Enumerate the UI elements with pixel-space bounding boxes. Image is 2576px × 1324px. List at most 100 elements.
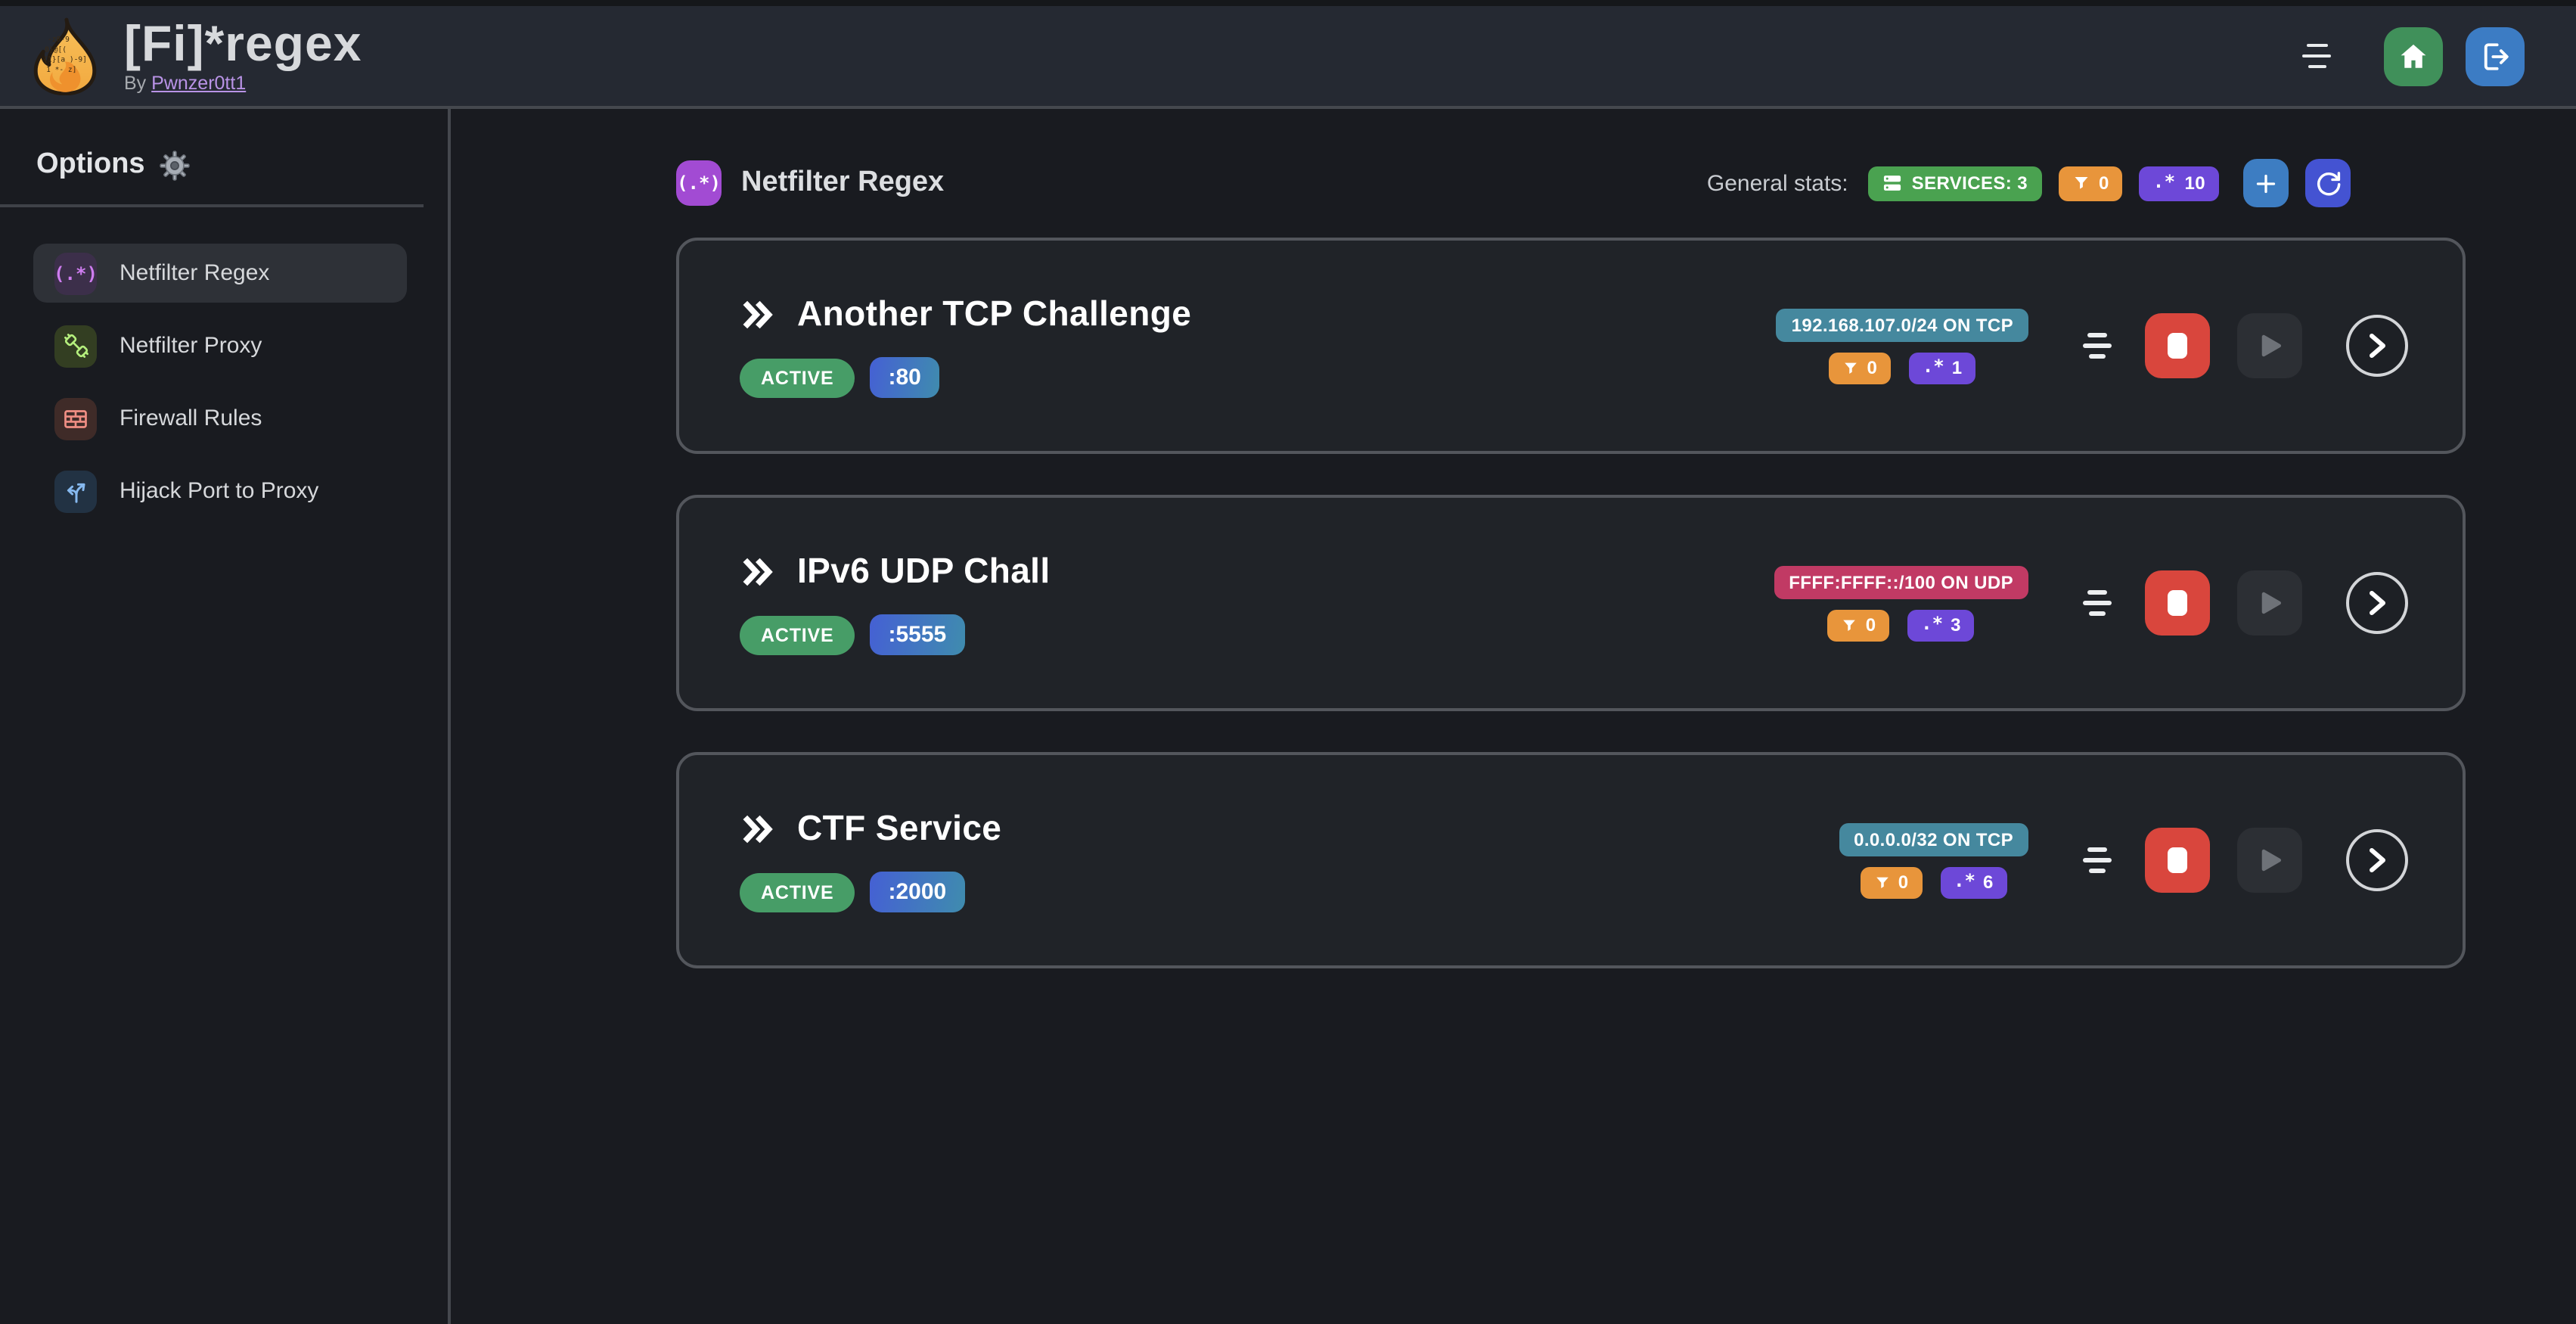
service-card: Another TCP Challenge ACTIVE :80 192.168… bbox=[676, 238, 2466, 454]
sidebar-item-netfilter-proxy[interactable]: Netfilter Proxy bbox=[33, 316, 407, 375]
service-filters-count: 0 bbox=[1865, 614, 1876, 636]
funnel-icon bbox=[1876, 876, 1889, 887]
plus-icon bbox=[2256, 173, 2276, 193]
status-badge: ACTIVE bbox=[740, 358, 855, 397]
stop-icon bbox=[2168, 333, 2187, 359]
plug-chain-icon bbox=[54, 325, 97, 367]
target-stack: 192.168.107.0/24 ON TCP 0 .* 1 bbox=[1776, 308, 2028, 384]
double-chevron-icon bbox=[743, 814, 773, 843]
stop-service-button[interactable] bbox=[2145, 570, 2210, 636]
service-card-right: 192.168.107.0/24 ON TCP 0 .* 1 bbox=[1776, 308, 2408, 384]
svg-text:1 *- z]: 1 *- z] bbox=[46, 66, 76, 74]
section-regex-icon: (.*) bbox=[676, 160, 722, 206]
dot-star-icon: .* bbox=[1954, 870, 1975, 891]
target-stack: FFFF:FFFF::/100 ON UDP 0 .* 3 bbox=[1774, 565, 2028, 641]
sidebar-item-netfilter-regex[interactable]: (.*) Netfilter Regex bbox=[33, 244, 407, 303]
service-list: Another TCP Challenge ACTIVE :80 192.168… bbox=[676, 238, 2466, 968]
regex-paren-icon: (.*) bbox=[54, 252, 98, 294]
double-chevron-icon bbox=[743, 557, 773, 586]
regexes-count-badge: .* 10 bbox=[2139, 166, 2219, 200]
sidebar-heading: Options bbox=[36, 148, 145, 180]
service-filters-badge: 0 bbox=[1827, 609, 1890, 641]
card-menu-button[interactable] bbox=[2077, 584, 2118, 622]
service-card-right: FFFF:FFFF::/100 ON UDP 0 .* 3 bbox=[1774, 565, 2408, 641]
split-arrow-icon bbox=[54, 470, 97, 512]
window-top-strip bbox=[0, 0, 2576, 6]
section-title: Netfilter Regex bbox=[741, 166, 945, 198]
svg-text:0}@[(: 0}@[( bbox=[45, 45, 67, 54]
add-service-button[interactable] bbox=[2243, 159, 2289, 207]
app-header: -z0-9 0}@[( {1}[a )-9] 1 *- z] [Fi]*rege… bbox=[0, 6, 2576, 109]
target-badge: 0.0.0.0/32 ON TCP bbox=[1839, 822, 2028, 856]
dot-star-icon: .* bbox=[2152, 171, 2176, 192]
refresh-icon bbox=[2317, 171, 2341, 195]
sidebar-item-label: Firewall Rules bbox=[119, 406, 262, 431]
service-regexes-badge: .* 1 bbox=[1908, 352, 1976, 384]
status-badge: ACTIVE bbox=[740, 872, 855, 912]
home-button[interactable] bbox=[2384, 26, 2443, 85]
card-menu-button[interactable] bbox=[2077, 327, 2118, 365]
refresh-button[interactable] bbox=[2305, 159, 2351, 207]
services-count-badge: SERVICES: 3 bbox=[1867, 166, 2042, 200]
start-service-button[interactable] bbox=[2237, 313, 2302, 378]
play-icon bbox=[2261, 849, 2282, 872]
port-badge: :80 bbox=[870, 357, 939, 398]
service-regexes-badge: .* 3 bbox=[1907, 609, 1975, 641]
service-card-left: CTF Service ACTIVE :2000 bbox=[740, 808, 1001, 912]
byline-prefix: By bbox=[124, 73, 147, 94]
section-header: (.*) Netfilter Regex General stats: SERV… bbox=[676, 159, 2351, 207]
port-badge: :2000 bbox=[870, 872, 965, 912]
gear-icon bbox=[159, 150, 190, 180]
start-service-button[interactable] bbox=[2237, 828, 2302, 893]
app-title: [Fi]*regex bbox=[124, 15, 362, 71]
stop-icon bbox=[2168, 847, 2187, 873]
author-link[interactable]: Pwnzer0tt1 bbox=[151, 73, 247, 94]
card-menu-button[interactable] bbox=[2077, 841, 2118, 879]
sidebar-item-label: Netfilter Regex bbox=[119, 260, 270, 286]
service-regexes-count: 3 bbox=[1951, 614, 1961, 636]
service-filters-count: 0 bbox=[1898, 872, 1909, 893]
services-count: SERVICES: 3 bbox=[1911, 172, 2028, 194]
service-title: CTF Service bbox=[797, 808, 1002, 847]
service-title: Another TCP Challenge bbox=[797, 294, 1192, 333]
service-card-right: 0.0.0.0/32 ON TCP 0 .* 6 bbox=[1839, 822, 2408, 898]
menu-button[interactable] bbox=[2302, 43, 2331, 69]
funnel-icon bbox=[1843, 619, 1856, 630]
sidebar-item-firewall-rules[interactable]: Firewall Rules bbox=[33, 389, 407, 448]
service-title: IPv6 UDP Chall bbox=[797, 551, 1051, 590]
service-regexes-count: 6 bbox=[1983, 872, 1994, 893]
status-badge: ACTIVE bbox=[740, 615, 855, 654]
start-service-button[interactable] bbox=[2237, 570, 2302, 636]
byline: By Pwnzer0tt1 bbox=[124, 73, 362, 94]
service-card: CTF Service ACTIVE :2000 0.0.0.0/32 ON T… bbox=[676, 752, 2466, 968]
stats-label: General stats: bbox=[1706, 170, 1848, 196]
service-filters-count: 0 bbox=[1867, 357, 1877, 378]
play-icon bbox=[2261, 334, 2282, 357]
play-icon bbox=[2261, 592, 2282, 614]
service-filters-badge: 0 bbox=[1829, 352, 1891, 384]
service-details-button[interactable] bbox=[2346, 572, 2408, 634]
service-details-button[interactable] bbox=[2346, 315, 2408, 377]
double-chevron-icon bbox=[743, 300, 773, 328]
stop-service-button[interactable] bbox=[2145, 313, 2210, 378]
service-card-left: Another TCP Challenge ACTIVE :80 bbox=[740, 294, 1191, 398]
chevron-right-icon bbox=[2370, 591, 2385, 615]
chevron-right-icon bbox=[2370, 848, 2385, 872]
svg-text:-z0-9: -z0-9 bbox=[48, 36, 70, 44]
service-details-button[interactable] bbox=[2346, 829, 2408, 891]
target-badge: FFFF:FFFF::/100 ON UDP bbox=[1774, 565, 2028, 598]
target-badge: 192.168.107.0/24 ON TCP bbox=[1776, 308, 2028, 341]
filters-count: 0 bbox=[2099, 172, 2109, 194]
logout-icon bbox=[2484, 42, 2509, 70]
filters-count-badge: 0 bbox=[2058, 166, 2123, 200]
service-card: IPv6 UDP Chall ACTIVE :5555 FFFF:FFFF::/… bbox=[676, 495, 2466, 711]
sidebar-item-hijack-port[interactable]: Hijack Port to Proxy bbox=[33, 462, 407, 521]
logout-button[interactable] bbox=[2466, 26, 2525, 85]
stop-service-button[interactable] bbox=[2145, 828, 2210, 893]
general-stats: General stats: SERVICES: 3 bbox=[1707, 159, 2351, 207]
port-badge: :5555 bbox=[870, 614, 965, 655]
funnel-icon bbox=[1845, 362, 1858, 373]
service-card-left: IPv6 UDP Chall ACTIVE :5555 bbox=[740, 551, 1051, 655]
brick-wall-icon bbox=[54, 397, 97, 440]
